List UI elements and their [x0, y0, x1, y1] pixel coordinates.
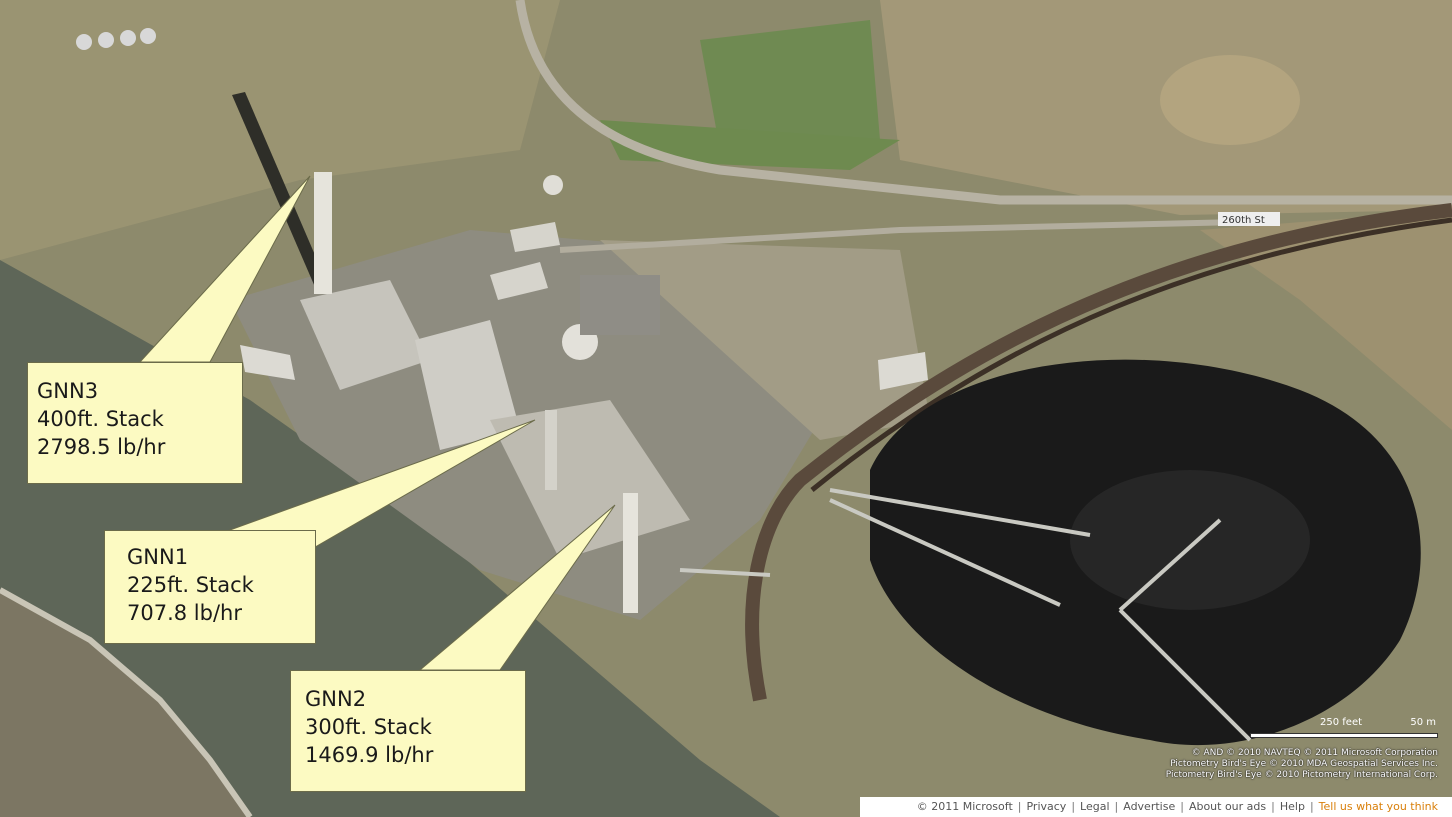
building-substation: [878, 352, 928, 390]
callout-rate: 1469.9 lb/hr: [305, 743, 434, 767]
footer-bar: © 2011 Microsoft|Privacy|Legal|Advertise…: [860, 797, 1452, 817]
copyright-line: © AND © 2010 NAVTEQ © 2011 Microsoft Cor…: [1191, 748, 1438, 758]
callout-stack: 400ft. Stack: [37, 407, 164, 431]
callout-unit: GNN3: [37, 379, 99, 403]
callout-stack: 300ft. Stack: [305, 715, 432, 739]
road-north: [515, 0, 1452, 205]
scale-feet-label: 250 feet: [1320, 717, 1363, 728]
scale-bar-line: [1250, 733, 1438, 738]
field-northwest: [0, 0, 560, 260]
sand-mound: [1160, 55, 1300, 145]
parking-lot: [580, 275, 660, 335]
stack-gnn3: [314, 172, 332, 294]
shoreline: [0, 587, 253, 817]
conveyor-3: [1118, 518, 1222, 612]
callout-gnn1: GNN1 225ft. Stack 707.8 lb/hr: [104, 530, 316, 644]
map-copyright: © AND © 2010 NAVTEQ © 2011 Microsoft Cor…: [1166, 748, 1438, 781]
scale-meters-label: 50 m: [1410, 717, 1436, 728]
help-link[interactable]: Help: [1279, 800, 1305, 813]
coal-pile-ridge: [1070, 470, 1310, 610]
callout-stack: 225ft. Stack: [127, 573, 254, 597]
conveyor-4: [1118, 608, 1252, 742]
copyright-line: Pictometry Bird's Eye © 2010 Pictometry …: [1165, 770, 1438, 780]
grass-lot: [700, 20, 880, 150]
road-sign: [1218, 212, 1280, 226]
privacy-link[interactable]: Privacy: [1026, 800, 1067, 813]
about-ads-link[interactable]: About our ads: [1188, 800, 1267, 813]
silo-2: [98, 32, 114, 48]
callout-rate: 2798.5 lb/hr: [37, 435, 166, 459]
copyright-line: Pictometry Bird's Eye © 2010 MDA Geospat…: [1170, 759, 1438, 769]
boiler-house-large: [415, 320, 520, 450]
building-north-1: [490, 262, 548, 300]
unit-block-gnn1-gnn2: [490, 400, 690, 560]
boiler-house-gnn3: [300, 280, 430, 390]
advertise-link[interactable]: Advertise: [1123, 800, 1176, 813]
stack-shadow-gnn3: [232, 92, 330, 294]
footer-copyright: © 2011 Microsoft: [916, 800, 1013, 813]
building-north-2: [510, 222, 560, 252]
conveyor-2: [829, 498, 1061, 607]
substation-yard: [600, 240, 930, 440]
rail-track: [745, 203, 1452, 702]
silo-4: [140, 28, 156, 44]
road-label: 260th St: [1222, 215, 1265, 226]
riverbank-west: [0, 590, 250, 817]
conveyor-1: [829, 488, 1091, 537]
callout-gnn2: GNN2 300ft. Stack 1469.9 lb/hr: [290, 670, 526, 792]
rail-train: [810, 217, 1452, 492]
building-west: [240, 345, 295, 380]
legal-link[interactable]: Legal: [1080, 800, 1110, 813]
callout-gnn3: GNN3 400ft. Stack 2798.5 lb/hr: [27, 362, 243, 484]
field-east: [1200, 210, 1452, 430]
callout-rate: 707.8 lb/hr: [127, 601, 242, 625]
feedback-link[interactable]: Tell us what you think: [1318, 800, 1438, 813]
tank-north: [543, 175, 563, 195]
scale-bar: 250 feet 50 m: [1248, 716, 1444, 742]
stack-gnn2: [623, 493, 638, 613]
road-middle: [559, 219, 1241, 253]
conveyor-5: [679, 568, 771, 577]
silo-3: [120, 30, 136, 46]
callout-unit: GNN1: [127, 545, 189, 569]
callout-unit: GNN2: [305, 687, 367, 711]
stack-gnn1: [545, 410, 557, 490]
silo-1: [76, 34, 92, 50]
